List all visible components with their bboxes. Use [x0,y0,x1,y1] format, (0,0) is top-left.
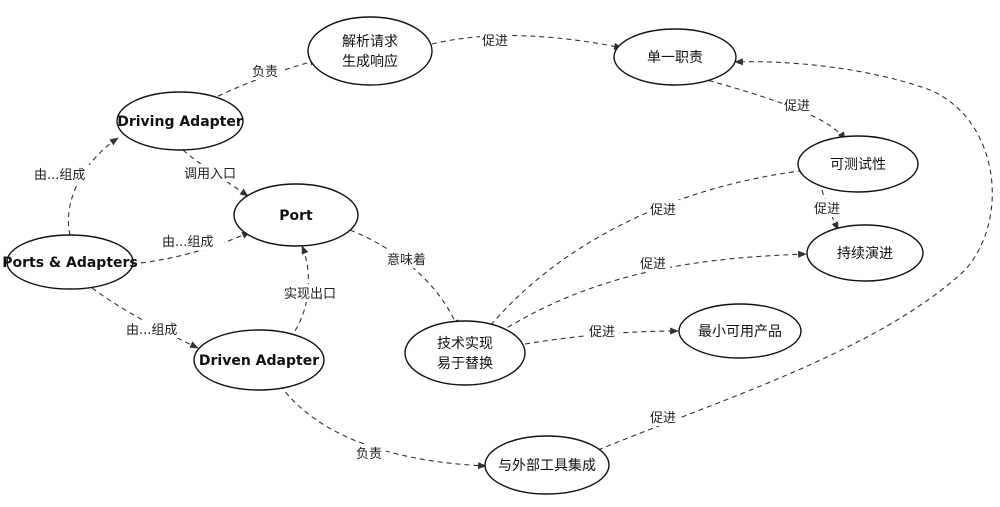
svg-text:Driving Adapter: Driving Adapter [117,114,243,130]
node-port: Port [233,183,359,247]
svg-text:生成响应: 生成响应 [342,53,398,70]
svg-text:解析请求: 解析请求 [342,34,398,50]
node-external-tools: 与外部工具集成 [484,435,610,495]
edge-label-test-to-evolve: 促进 [814,202,840,217]
edge-tech-to-mvp [524,327,679,345]
svg-text:Ports & Adapters: Ports & Adapters [2,255,138,271]
node-continuous-evolution: 持续演进 [806,224,924,282]
edge-label-driving-to-parse: 负责 [252,65,278,80]
edge-parse-to-single [431,35,623,50]
edge-label-driven-to-external: 负责 [356,447,382,462]
node-mvp: 最小可用产品 [678,303,802,359]
edge-driven-to-port [289,245,309,339]
edge-label-external-to-single: 促进 [650,411,676,426]
node-driving-adapter: Driving Adapter [116,91,244,151]
svg-text:Driven Adapter: Driven Adapter [199,353,319,369]
edge-label-parse-to-single: 促进 [482,34,508,49]
edge-pa-to-port [131,231,251,265]
node-tech-replaceable: 技术实现 易于替换 [404,320,526,386]
edge-port-to-tech [349,229,459,329]
edge-pa-to-driven [91,287,199,349]
edge-label-pa-to-driven: 由...组成 [126,323,177,338]
svg-text:与外部工具集成: 与外部工具集成 [498,457,596,474]
node-parse-request: 解析请求 生成响应 [307,16,433,86]
edge-label-tech-to-mvp: 促进 [589,325,615,340]
edge-pa-to-driving [67,137,119,236]
edge-label-tech-to-test: 促进 [650,203,676,218]
edge-external-to-single [597,58,993,451]
svg-text:最小可用产品: 最小可用产品 [698,324,782,340]
svg-text:Port: Port [279,208,313,224]
edge-label-port-to-tech: 意味着 [387,252,426,268]
edge-labels: 由...组成 由...组成 由...组成 负责 调用入口 实现出口 意味着 促进… [30,31,844,462]
edge-label-single-to-test: 促进 [784,99,810,114]
edge-label-driving-to-port: 调用入口 [184,167,236,182]
edge-label-pa-to-port: 由...组成 [162,235,213,250]
edge-label-driven-to-port: 实现出口 [284,287,336,302]
svg-text:易于替换: 易于替换 [437,355,493,372]
edge-tech-to-test [484,167,809,333]
svg-text:持续演进: 持续演进 [837,245,893,262]
node-ports-adapters: Ports & Adapters [2,234,138,290]
svg-text:可测试性: 可测试性 [830,157,886,173]
edge-label-tech-to-evolve: 促进 [640,257,666,272]
svg-text:单一职责: 单一职责 [647,50,703,66]
edge-single-to-test [699,77,846,141]
node-testability: 可测试性 [797,135,919,193]
node-driven-adapter: Driven Adapter [193,329,325,391]
svg-text:技术实现: 技术实现 [437,336,493,352]
node-single-responsibility: 单一职责 [613,28,737,86]
edge-label-pa-to-driving: 由...组成 [34,168,85,183]
